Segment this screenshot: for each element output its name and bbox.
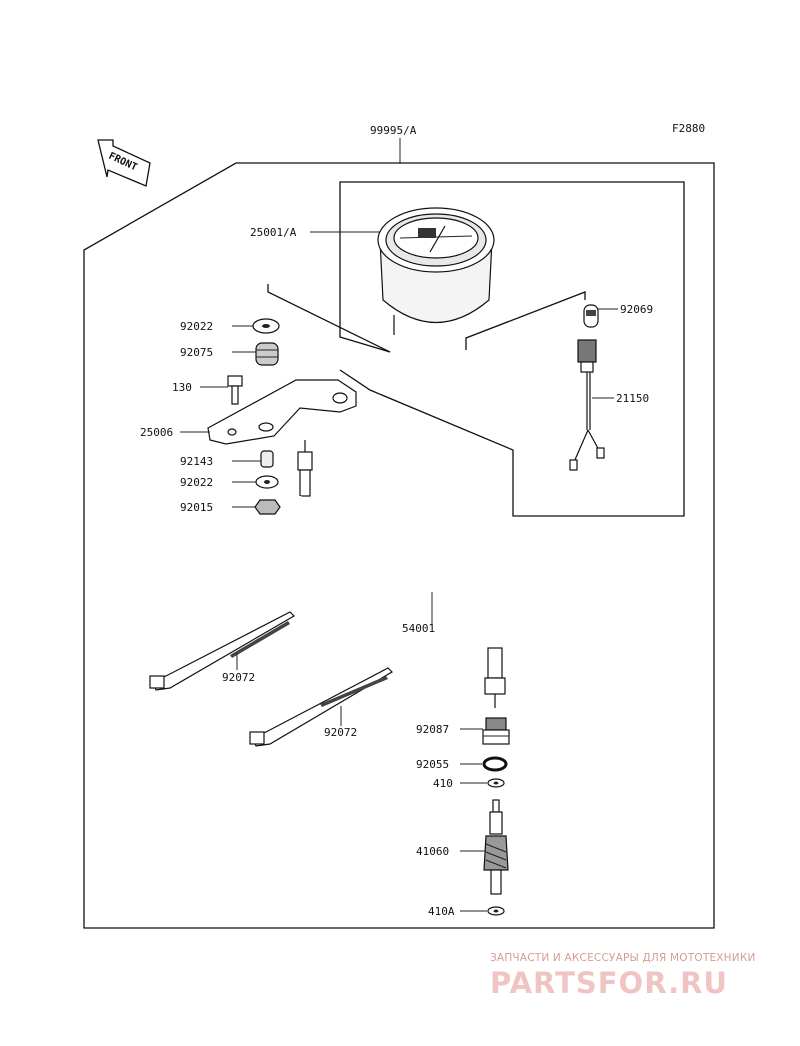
rubber-damper-icon bbox=[255, 342, 279, 366]
label-130: 130 bbox=[172, 381, 192, 394]
label-92022-bottom: 92022 bbox=[180, 476, 213, 489]
figure-code: F2880 bbox=[672, 122, 705, 135]
speedometer-icon bbox=[377, 207, 495, 335]
bolt-icon bbox=[227, 375, 243, 405]
label-54001: 54001 bbox=[402, 622, 435, 635]
bulb-icon bbox=[583, 304, 599, 328]
meter-cable-icon bbox=[297, 440, 506, 708]
label-92072-2: 92072 bbox=[324, 726, 357, 739]
bushing-icon bbox=[482, 717, 510, 745]
label-25006: 25006 bbox=[140, 426, 173, 439]
label-25001a: 25001/A bbox=[250, 226, 297, 239]
label-21150: 21150 bbox=[616, 392, 649, 405]
thrust-washer-icon bbox=[487, 778, 505, 788]
meter-kit-frame bbox=[339, 181, 685, 517]
label-92075: 92075 bbox=[180, 346, 213, 359]
pinion-gear-icon bbox=[483, 799, 509, 895]
label-92072-1: 92072 bbox=[222, 671, 255, 684]
label-92015: 92015 bbox=[180, 501, 213, 514]
watermark-logo: PARTSFOR.RU bbox=[490, 966, 728, 1000]
label-410a: 410A bbox=[428, 905, 455, 918]
bracket-icon bbox=[207, 379, 357, 445]
washer-icon bbox=[252, 318, 280, 334]
label-41060: 41060 bbox=[416, 845, 449, 858]
washer-icon bbox=[255, 475, 279, 489]
front-label: FRONT bbox=[107, 151, 139, 174]
label-92069: 92069 bbox=[620, 303, 653, 316]
socket-wire-icon bbox=[569, 339, 605, 471]
o-ring-icon bbox=[482, 756, 508, 772]
cable-tie-icon bbox=[149, 611, 295, 691]
thrust-washer-icon bbox=[487, 906, 505, 916]
label-92087: 92087 bbox=[416, 723, 449, 736]
collar-icon bbox=[260, 450, 274, 468]
assembly-label: 99995/A bbox=[370, 124, 417, 137]
cable-tie-icon bbox=[249, 667, 393, 747]
label-92055: 92055 bbox=[416, 758, 449, 771]
label-92022-top: 92022 bbox=[180, 320, 213, 333]
outer-frame bbox=[83, 162, 715, 929]
label-410: 410 bbox=[433, 777, 453, 790]
label-92143: 92143 bbox=[180, 455, 213, 468]
front-arrow-icon: FRONT bbox=[97, 139, 151, 187]
watermark-tagline: ЗАПЧАСТИ И АКСЕССУАРЫ ДЛЯ МОТОТЕХНИКИ bbox=[490, 952, 756, 964]
nut-icon bbox=[254, 499, 281, 515]
